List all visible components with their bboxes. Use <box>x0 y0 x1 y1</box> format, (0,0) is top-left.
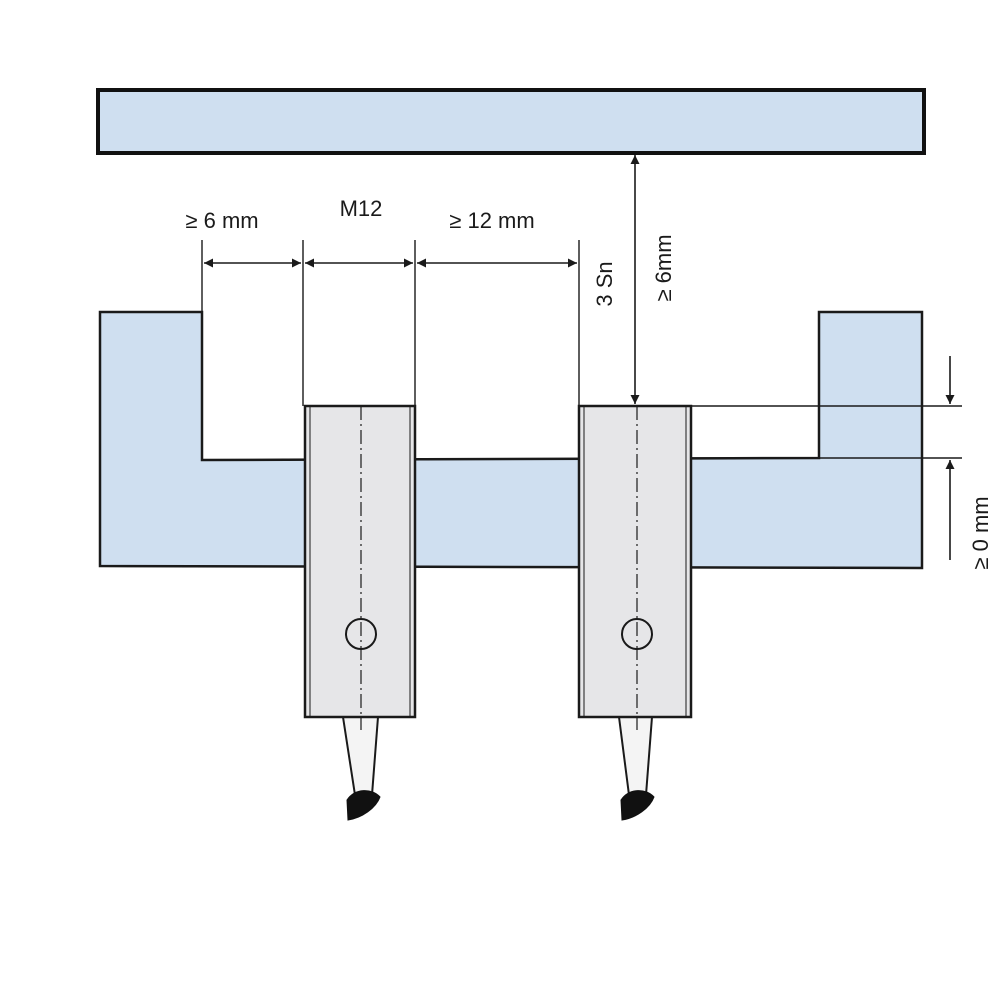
label-sensing-range: 3 Sn <box>592 261 617 306</box>
sensor-left-body <box>303 404 417 719</box>
target-plate <box>96 88 926 155</box>
label-gap-between: ≥ 12 mm <box>449 208 534 233</box>
sensor-right-cable <box>617 716 654 796</box>
label-target-distance: ≥ 6mm <box>651 234 676 301</box>
sensor-right-cable-end <box>620 790 655 821</box>
sensor-right <box>577 404 693 821</box>
sensor-left <box>303 404 417 821</box>
sensor-right-body <box>577 404 693 719</box>
mounting-bracket <box>98 310 924 570</box>
sensor-left-cable-end <box>346 790 381 821</box>
label-sensor-size: M12 <box>340 196 383 221</box>
label-gap-left: ≥ 6 mm <box>185 208 258 233</box>
label-flush-offset: ≥ 0 mm <box>968 496 993 569</box>
